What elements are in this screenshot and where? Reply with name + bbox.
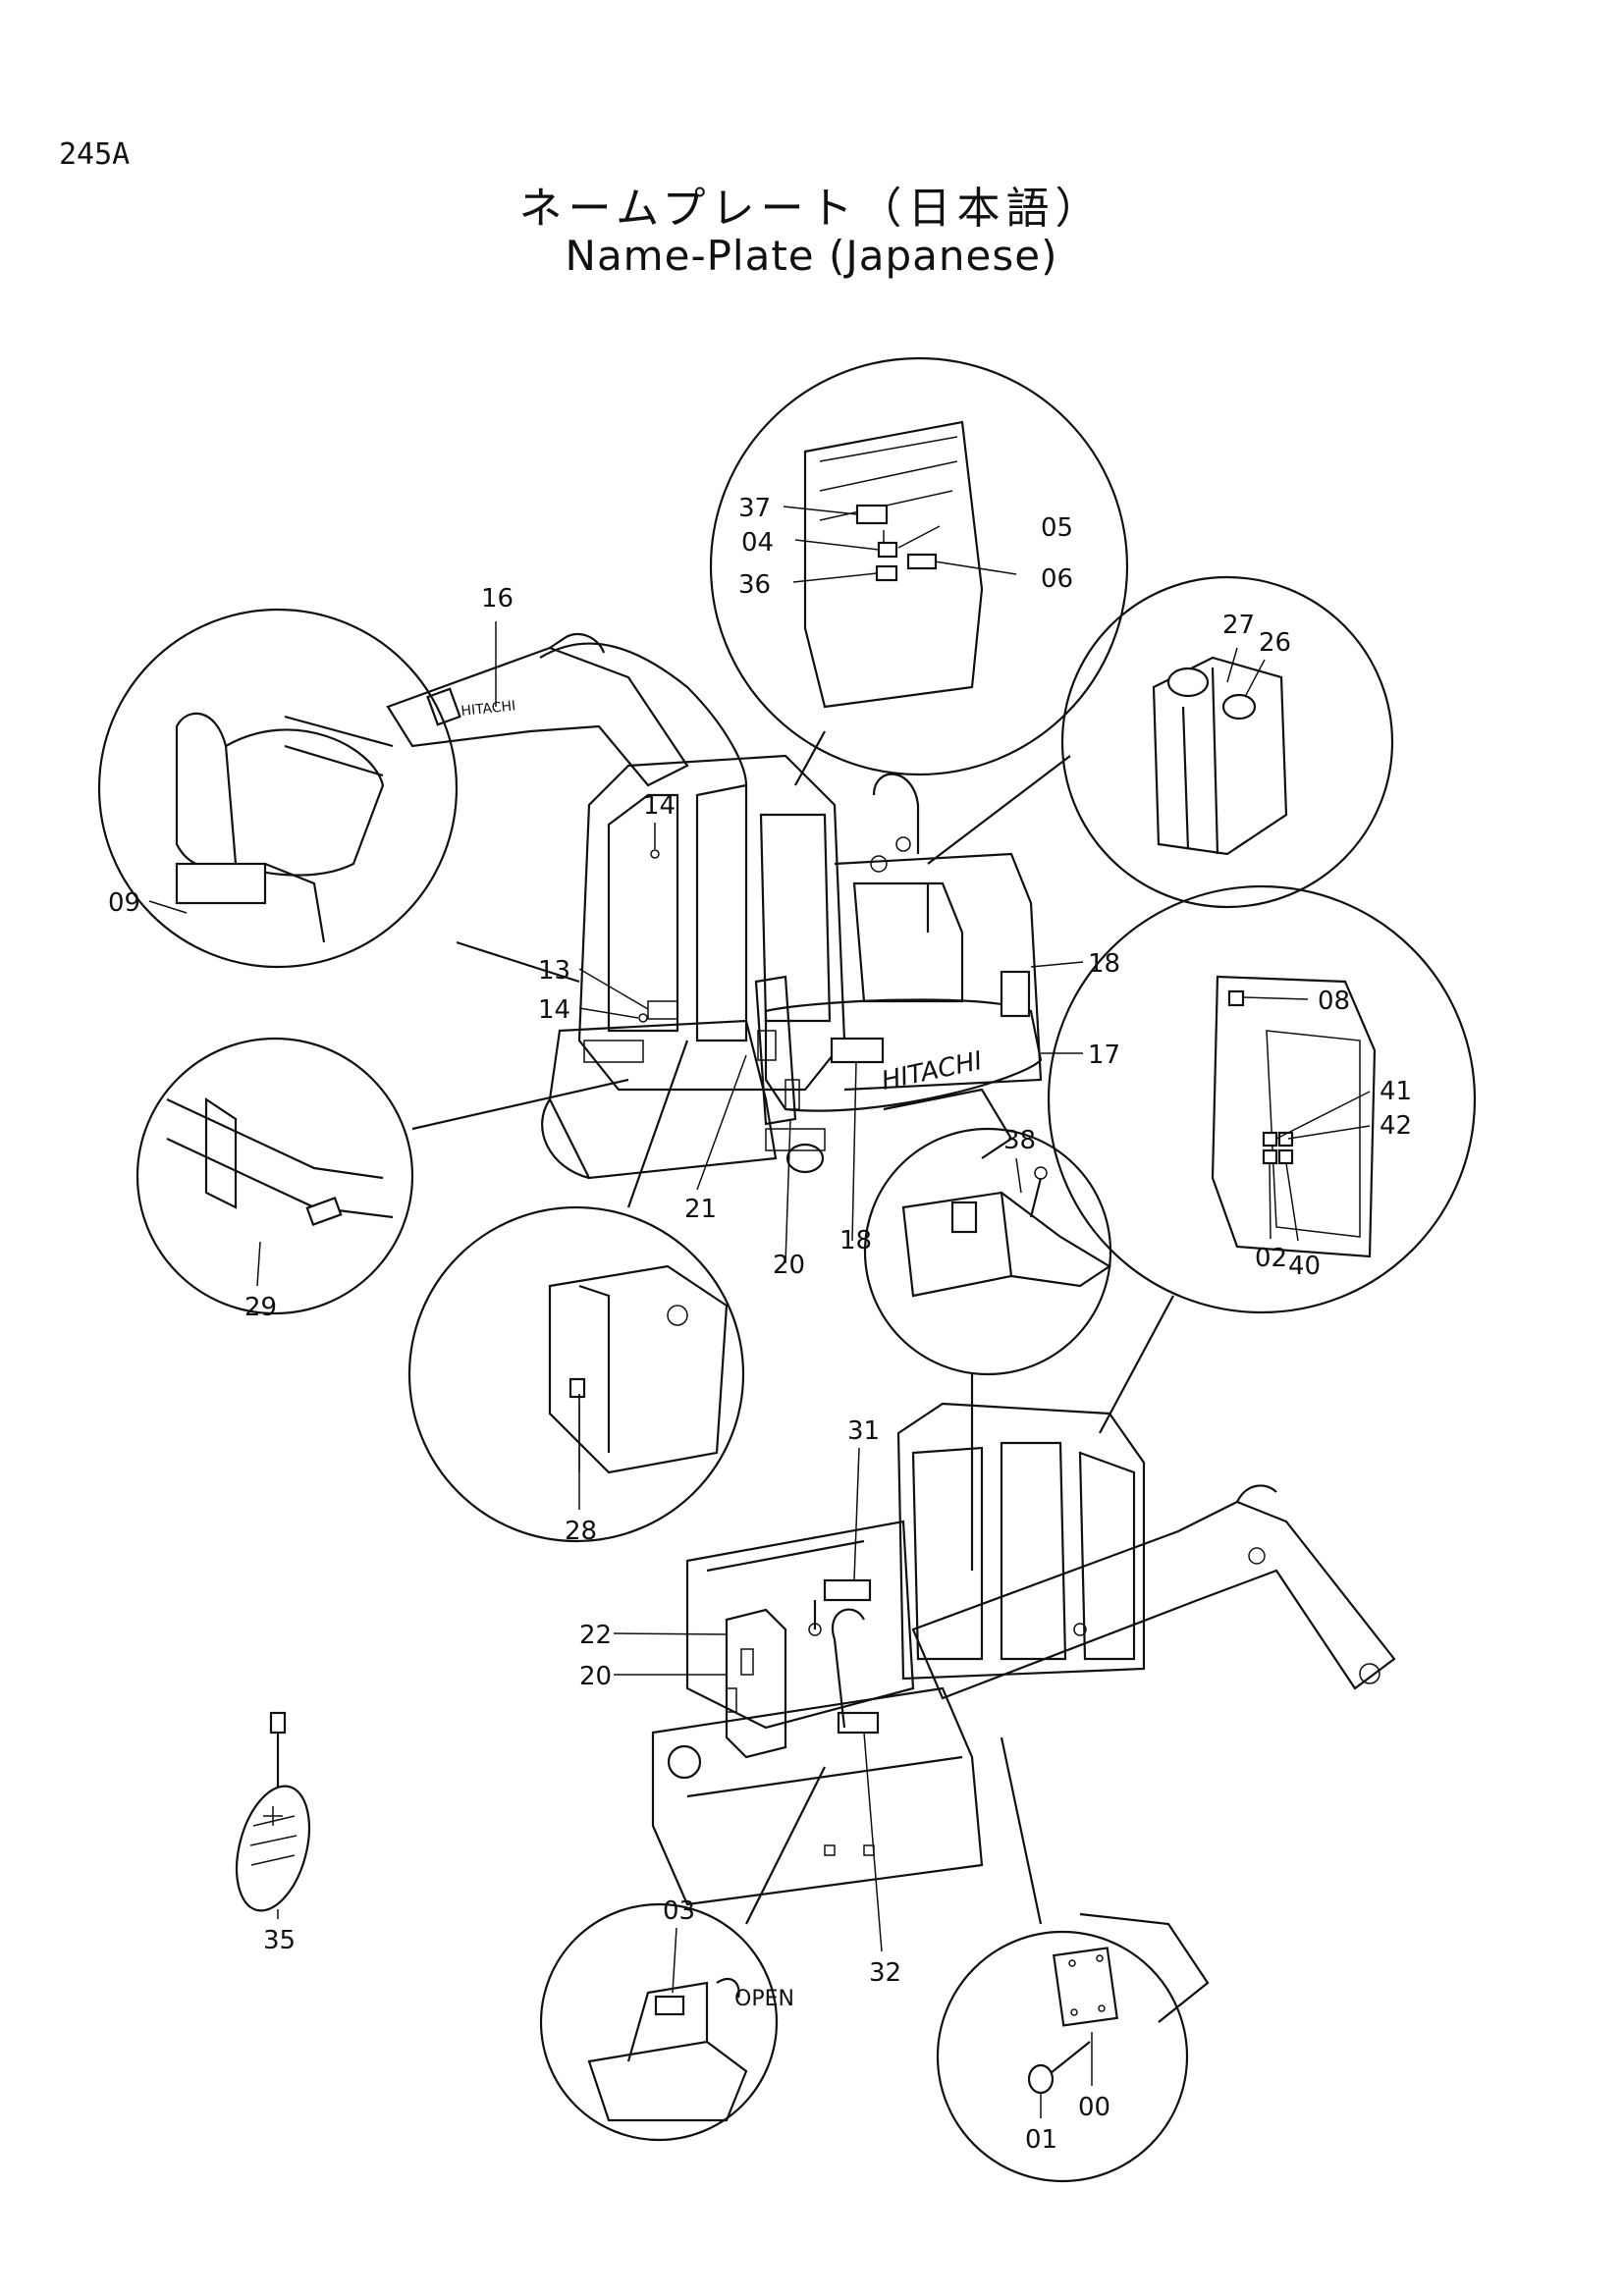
callout-14-upper: 14 — [643, 791, 676, 821]
callout-32: 32 — [869, 1958, 901, 1988]
callout-09: 09 — [108, 888, 140, 918]
callout-20-lower: 20 — [579, 1662, 612, 1691]
boom-brand: HITACHI — [460, 698, 516, 720]
detail-circle-control-console — [863, 1127, 1112, 1571]
detail-circle-compartment-lid: OPEN — [539, 1766, 826, 2142]
callout-37: 37 — [738, 494, 771, 523]
callout-01: 01 — [1025, 2125, 1057, 2155]
callout-27: 27 — [1222, 611, 1255, 640]
page-title-english: Name-Plate (Japanese) — [565, 232, 1058, 280]
key-tag — [236, 1711, 310, 1912]
callout-28: 28 — [565, 1517, 597, 1546]
callout-17: 17 — [1088, 1041, 1120, 1070]
callout-05: 05 — [1041, 513, 1073, 543]
callout-08: 08 — [1318, 987, 1350, 1016]
callout-42: 42 — [1380, 1111, 1412, 1141]
callout-35: 35 — [263, 1926, 296, 1955]
callout-labels: 37 05 04 36 06 16 27 26 14 09 13 14 18 1… — [108, 494, 1412, 2155]
detail-circle-track-frame — [135, 1037, 629, 1315]
callout-13: 13 — [538, 956, 570, 986]
callout-03: 03 — [663, 1896, 695, 1926]
callout-20-upper: 20 — [773, 1251, 805, 1280]
detail-circle-reservoir-tank — [927, 575, 1394, 909]
callout-06: 06 — [1041, 564, 1073, 594]
callout-14-lower: 14 — [538, 995, 570, 1025]
callout-41: 41 — [1380, 1077, 1412, 1106]
callout-04: 04 — [741, 528, 774, 558]
leader-lines — [148, 506, 1371, 2118]
page-title-japanese: ネームプレート（日本語） — [518, 184, 1105, 234]
callout-16: 16 — [481, 584, 514, 614]
callout-36: 36 — [738, 570, 771, 600]
callout-38: 38 — [1003, 1126, 1036, 1155]
callout-18-lower: 18 — [839, 1226, 872, 1255]
callout-21: 21 — [684, 1195, 717, 1224]
detail-circle-door — [1047, 884, 1477, 1434]
detail-circle-serial-plate — [936, 1736, 1210, 2183]
callout-00: 00 — [1078, 2093, 1110, 2122]
callout-26: 26 — [1259, 628, 1291, 658]
excavator-rear-view: HITACHI HITACHI — [386, 632, 1043, 1180]
callout-29: 29 — [244, 1293, 277, 1322]
callout-31: 31 — [847, 1416, 880, 1446]
callout-40: 40 — [1288, 1252, 1321, 1281]
page-code: 245A — [59, 137, 131, 172]
callout-02: 02 — [1255, 1244, 1287, 1273]
detail-circle-side-panel — [407, 1040, 745, 1543]
callout-22: 22 — [579, 1621, 612, 1650]
detail-circle-operator-seat — [97, 608, 580, 984]
excavator-front-view — [651, 1402, 1396, 1906]
detail-circle-cab-window — [709, 356, 1129, 786]
callout-18-right: 18 — [1088, 949, 1120, 979]
door-open-text: OPEN — [734, 1987, 794, 2011]
